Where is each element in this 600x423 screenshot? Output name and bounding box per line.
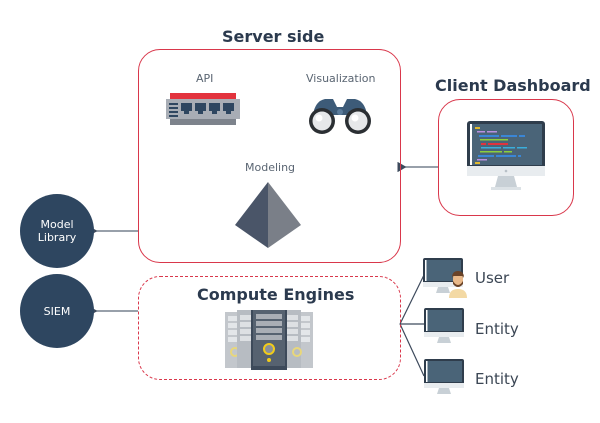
siem-label: SIEM	[43, 304, 71, 318]
siem-node: SIEM	[20, 274, 94, 348]
compute-engines-box	[138, 276, 401, 380]
model-library-label-line1: Model	[40, 218, 74, 231]
client-dashboard-title: Client Dashboard	[435, 76, 591, 95]
endpoint-entity-1	[424, 308, 466, 344]
monitor-icon	[424, 359, 464, 394]
model-library-node: Model Library	[20, 194, 94, 268]
link-compute-to-entity-2	[399, 323, 425, 377]
monitor-icon	[424, 308, 464, 343]
server-side-title: Server side	[222, 27, 325, 46]
link-compute-to-user	[399, 274, 425, 325]
endpoint-entity-2	[424, 359, 466, 395]
server-side-box	[138, 49, 401, 263]
api-label: API	[196, 72, 214, 85]
network-switch-icon	[166, 93, 240, 125]
model-library-label-line2: Library	[37, 231, 77, 244]
user-monitor-icon	[423, 258, 467, 298]
server-rack-icon	[225, 310, 313, 370]
binoculars-icon	[309, 99, 371, 134]
compute-engines-title: Compute Engines	[197, 285, 355, 304]
visualization-label: Visualization	[306, 72, 376, 85]
endpoint-user	[423, 258, 469, 298]
endpoint-entity-2-label: Entity	[475, 370, 519, 388]
client-dashboard-box	[438, 99, 574, 216]
pyramid-icon	[235, 182, 301, 248]
modeling-label: Modeling	[245, 161, 296, 174]
endpoint-entity-1-label: Entity	[475, 320, 519, 338]
code-monitor-icon	[467, 121, 545, 190]
endpoint-user-label: User	[475, 269, 510, 287]
